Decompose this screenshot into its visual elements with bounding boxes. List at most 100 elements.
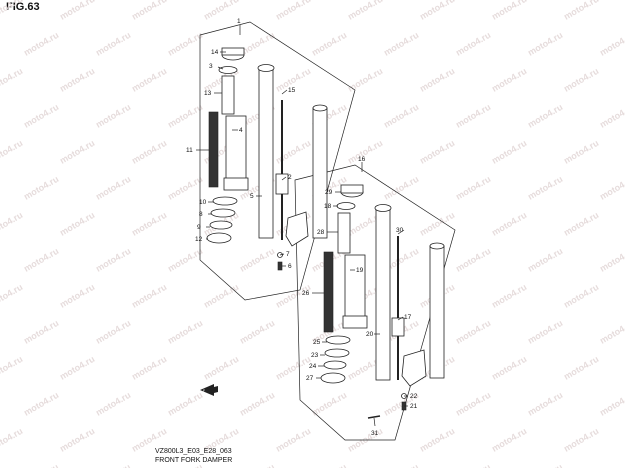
- diagram-caption: FRONT FORK DAMPER: [155, 457, 233, 464]
- inner-tube: [225, 115, 247, 189]
- watermark-text: moto4.ru: [130, 282, 168, 310]
- callout-10: 10: [199, 199, 207, 206]
- outer-tube-top: [312, 104, 328, 112]
- diagram-code: VZ800L3_E03_E28_063: [155, 448, 232, 455]
- watermark-text: moto4.ru: [94, 318, 132, 346]
- watermark-text: moto4.ru: [22, 318, 60, 346]
- watermark-text: moto4.ru: [454, 390, 492, 418]
- watermark-text: moto4.ru: [274, 0, 312, 22]
- callout-30: 30: [396, 227, 404, 234]
- damper-cylinder: [375, 207, 391, 381]
- damper-piston: [391, 317, 405, 337]
- svg-text:F: F: [203, 389, 205, 393]
- watermark-text: moto4.ru: [598, 462, 625, 468]
- watermark-text: moto4.ru: [598, 390, 625, 418]
- watermark-text: moto4.ru: [238, 462, 276, 468]
- callout-labels: 1234567891011121314151617181920212223242…: [186, 18, 418, 437]
- outer-tube-bracket: [285, 211, 309, 247]
- watermark-text: moto4.ru: [202, 0, 240, 22]
- watermark-text: moto4.ru: [418, 426, 456, 454]
- callout-7: 7: [286, 251, 290, 258]
- watermark-text: moto4.ru: [526, 318, 564, 346]
- callout-25: 25: [313, 339, 321, 346]
- watermark-text: moto4.ru: [562, 0, 600, 22]
- watermark-text: moto4.ru: [94, 102, 132, 130]
- o-ring: [336, 202, 356, 210]
- watermark-text: moto4.ru: [454, 318, 492, 346]
- watermark-text: moto4.ru: [166, 246, 204, 274]
- callout-24: 24: [309, 363, 317, 370]
- drain-bolt: [277, 261, 283, 271]
- callout-29: 29: [325, 189, 333, 196]
- front-direction-arrow-icon: F: [200, 384, 218, 396]
- watermark-text: moto4.ru: [490, 426, 528, 454]
- watermark-text: moto4.ru: [94, 390, 132, 418]
- watermark-text: moto4.ru: [130, 0, 168, 22]
- callout-5: 5: [250, 193, 254, 200]
- outer-tube-bracket: [401, 349, 427, 387]
- callout-14: 14: [211, 49, 219, 56]
- watermark-text: moto4.ru: [382, 462, 420, 468]
- fork-spring: [208, 111, 219, 188]
- watermark-text: moto4.ru: [58, 0, 96, 22]
- watermark-text: moto4.ru: [0, 426, 24, 454]
- watermark-text: moto4.ru: [238, 246, 276, 274]
- callout-19: 19: [356, 267, 364, 274]
- watermark-text: moto4.ru: [58, 426, 96, 454]
- watermark-text: moto4.ru: [418, 0, 456, 22]
- watermark-text: moto4.ru: [0, 210, 24, 238]
- watermark-text: moto4.ru: [418, 210, 456, 238]
- callout-22: 22: [410, 393, 418, 400]
- watermark-text: moto4.ru: [0, 138, 24, 166]
- callout-11: 11: [186, 147, 193, 154]
- watermark-text: moto4.ru: [58, 66, 96, 94]
- watermark-text: moto4.ru: [274, 138, 312, 166]
- fork-cap-body: [221, 47, 245, 56]
- watermark-text: moto4.ru: [454, 30, 492, 58]
- lower-assembly-frame: [294, 164, 456, 441]
- damper-top: [374, 204, 392, 212]
- watermark-text: moto4.ru: [0, 66, 24, 94]
- callout-12: 12: [195, 236, 203, 243]
- oil-seal: [323, 360, 347, 370]
- outer-tube: [429, 245, 445, 379]
- watermark-text: moto4.ru: [454, 246, 492, 274]
- watermark-text: moto4.ru: [490, 0, 528, 22]
- watermark-text: moto4.ru: [526, 30, 564, 58]
- watermark-text: moto4.ru: [526, 390, 564, 418]
- watermark-text: moto4.ru: [598, 30, 625, 58]
- watermark-text: moto4.ru: [526, 174, 564, 202]
- watermark-text: moto4.ru: [130, 210, 168, 238]
- watermark-text: moto4.ru: [454, 462, 492, 468]
- seal-spacer: [206, 232, 232, 244]
- callout-13: 13: [204, 90, 212, 97]
- watermark-text: moto4.ru: [562, 138, 600, 166]
- watermark-text: moto4.ru: [310, 462, 348, 468]
- watermark-text: moto4.ru: [418, 66, 456, 94]
- watermark-text: moto4.ru: [526, 462, 564, 468]
- fork-spring: [323, 251, 334, 333]
- watermark-text: moto4.ru: [166, 174, 204, 202]
- callout-31: 31: [371, 430, 379, 437]
- outer-tube-top: [429, 242, 445, 250]
- watermark-text: moto4.ru: [346, 66, 384, 94]
- watermark-text: moto4.ru: [22, 102, 60, 130]
- outer-tube: [312, 107, 328, 239]
- callout-26: 26: [302, 290, 310, 297]
- spacer: [337, 212, 351, 254]
- callout-2: 2: [288, 174, 292, 181]
- watermark-text: moto4.ru: [94, 174, 132, 202]
- watermark-text: moto4.ru: [22, 390, 60, 418]
- watermark-text: moto4.ru: [94, 462, 132, 468]
- watermark-text: moto4.ru: [166, 390, 204, 418]
- watermark-text: moto4.ru: [562, 426, 600, 454]
- callout-18: 18: [324, 203, 332, 210]
- callout-4: 4: [239, 127, 243, 134]
- fork-cap-body: [340, 184, 364, 194]
- watermark-text: moto4.ru: [598, 174, 625, 202]
- watermark-text: moto4.ru: [130, 66, 168, 94]
- damper-top: [257, 64, 275, 72]
- watermark-text: moto4.ru: [22, 174, 60, 202]
- watermark-text: moto4.ru: [58, 354, 96, 382]
